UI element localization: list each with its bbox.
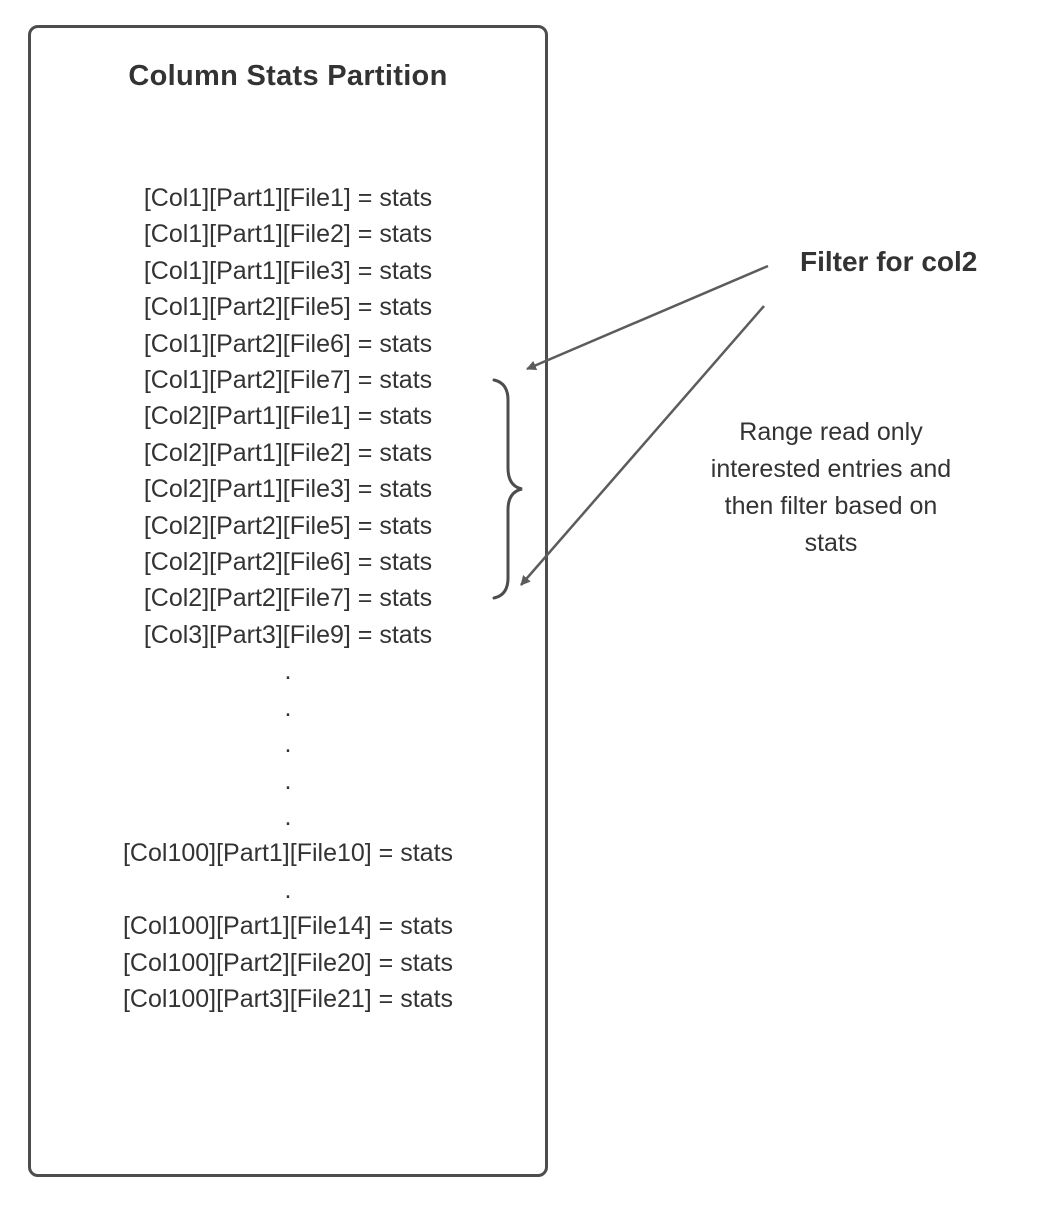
- entry-line: [Col1][Part2][File6] = stats: [143, 329, 433, 358]
- note-line: stats: [804, 529, 858, 557]
- entry-line: .: [284, 766, 292, 795]
- entry-line: [Col2][Part1][File2] = stats: [143, 438, 433, 467]
- entry-line: .: [284, 730, 292, 759]
- note-line: interested entries and: [710, 455, 952, 483]
- entry-line: [Col3][Part3][File9] = stats: [143, 620, 433, 649]
- entry-line: .: [284, 657, 292, 686]
- entry-line: [Col2][Part2][File6] = stats: [143, 548, 433, 577]
- entries-list: [Col1][Part1][File1] = stats [Col1][Part1…: [31, 180, 545, 1017]
- box-title: Column Stats Partition: [128, 60, 448, 92]
- entry-line: [Col1][Part2][File7] = stats: [143, 366, 433, 395]
- note-line: then filter based on: [724, 492, 938, 520]
- arrow-to-brace-top-icon: [526, 264, 769, 371]
- partition-box: Column Stats Partition [Col1][Part1][Fil…: [28, 25, 548, 1177]
- entry-line: .: [284, 875, 292, 904]
- entry-line: .: [284, 802, 292, 831]
- entry-line: [Col1][Part1][File2] = stats: [143, 220, 433, 249]
- entry-line: [Col100][Part1][File14] = stats: [122, 912, 454, 941]
- entry-line: [Col1][Part1][File1] = stats: [143, 184, 433, 212]
- entry-line: [Col100][Part1][File10] = stats: [122, 839, 454, 868]
- filter-label: Filter for col2: [800, 246, 978, 277]
- entry-line: [Col100][Part2][File20] = stats: [122, 948, 454, 977]
- entry-line: [Col1][Part2][File5] = stats: [143, 293, 433, 322]
- entry-line: [Col2][Part2][File7] = stats: [143, 584, 433, 613]
- entry-line: [Col2][Part2][File5] = stats: [143, 511, 433, 540]
- entry-line: [Col2][Part1][File3] = stats: [143, 475, 433, 504]
- note-line: Range read only: [739, 418, 923, 446]
- entry-line: [Col100][Part3][File21] = stats: [122, 984, 454, 1013]
- entry-line: [Col2][Part1][File1] = stats: [143, 402, 433, 431]
- entry-line: [Col1][Part1][File3] = stats: [143, 256, 433, 285]
- note-text: Range read only interested entries and t…: [688, 414, 974, 562]
- entry-line: .: [284, 693, 292, 722]
